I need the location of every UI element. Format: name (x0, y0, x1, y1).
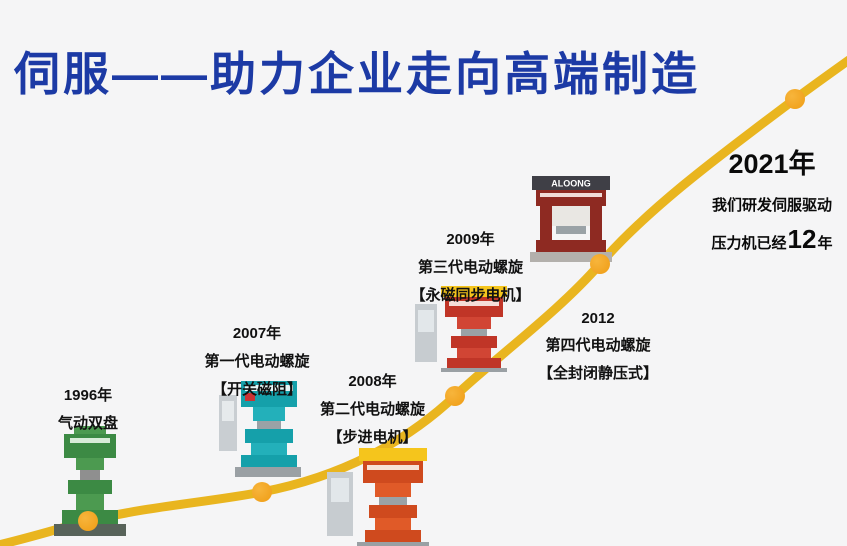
milestone-2007: 2007年 第一代电动螺旋 【开关磁阻】 (192, 322, 322, 399)
milestone-year: 1996年 (63, 387, 113, 404)
milestone-name: 第四代电动螺旋 (545, 337, 651, 354)
endpoint-2021: 2021年 我们研发伺服驱动 压力机已经12年 (698, 142, 846, 255)
machine-brand-text: ALOONG (551, 179, 591, 189)
press-machine-2009-illustration (415, 286, 507, 372)
milestone-dot-2021 (785, 89, 805, 109)
milestone-name: 气动双盘 (57, 415, 118, 432)
press-machine-2008-illustration (327, 448, 429, 546)
milestone-2009: 2009年 第三代电动螺旋 【永磁同步电机】 (408, 228, 533, 305)
milestone-detail: 【开关磁阻】 (211, 381, 302, 398)
milestone-name: 第一代电动螺旋 (204, 353, 310, 370)
milestone-1996: 1996年 气动双盘 (38, 384, 138, 440)
milestone-year: 2007年 (232, 325, 282, 342)
endpoint-line1: 我们研发伺服驱动 (711, 197, 832, 214)
milestone-detail: 【全封闭静压式】 (537, 365, 658, 382)
endpoint-line2-suffix: 年 (817, 235, 833, 252)
milestone-year: 2012 (581, 310, 615, 327)
page-title: 伺服——助力企业走向高端制造 (14, 48, 700, 100)
milestone-year: 2009年 (446, 231, 495, 248)
milestone-detail: 【永磁同步电机】 (410, 287, 531, 304)
milestone-dot-1996 (78, 511, 98, 531)
milestone-2012: 2012 第四代电动螺旋 【全封闭静压式】 (533, 310, 663, 383)
endpoint-year: 2021年 (728, 149, 816, 179)
milestone-name: 第三代电动螺旋 (417, 259, 523, 276)
milestone-year: 2008年 (348, 373, 397, 390)
press-machine-2007-illustration (219, 381, 301, 477)
endpoint-line2-prefix: 压力机已经 (711, 235, 787, 252)
press-machine-2012-illustration: ALOONG (530, 176, 612, 262)
milestone-name: 第二代电动螺旋 (319, 401, 425, 418)
milestone-dot-2012 (590, 254, 610, 274)
milestone-detail: 【步进电机】 (327, 429, 418, 446)
milestone-dot-2008 (445, 386, 465, 406)
endpoint-line2: 压力机已经12年 (698, 224, 846, 255)
milestone-2008: 2008年 第二代电动螺旋 【步进电机】 (315, 370, 430, 447)
endpoint-years-count: 12 (787, 224, 817, 254)
milestone-dot-2007 (252, 482, 272, 502)
